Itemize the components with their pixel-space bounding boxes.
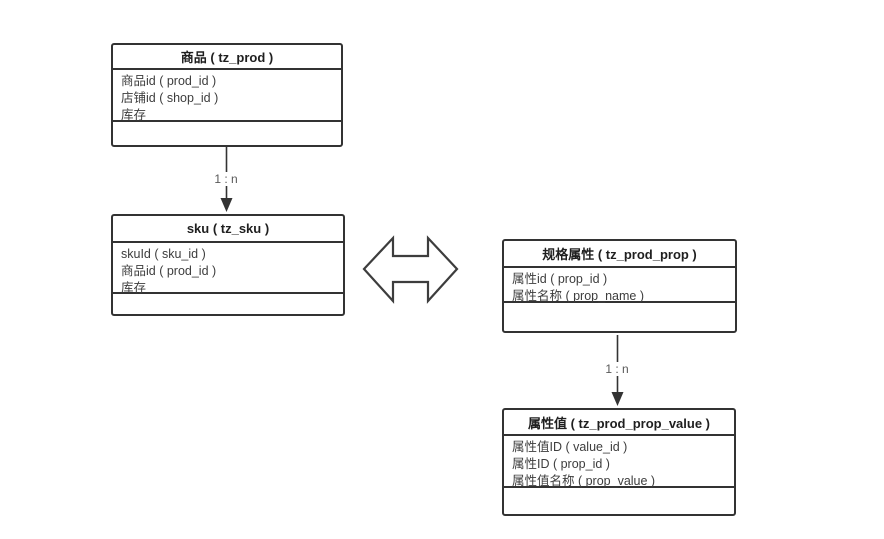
entity-table-prod-prop: 规格属性 ( tz_prod_prop ) 属性id ( prop_id ) 属… (502, 239, 737, 333)
bidirectional-arrow-icon (362, 235, 459, 304)
relation-label-prop-propvalue: 1 : n (602, 362, 632, 376)
table-fields-sku: skuId ( sku_id ) 商品id ( prod_id ) 库存 (113, 243, 343, 295)
field-row: 库存 (121, 281, 147, 295)
table-empty-section (113, 294, 343, 314)
table-title-prod: 商品 ( tz_prod ) (113, 45, 341, 70)
table-title-prod-prop-value: 属性值 ( tz_prod_prop_value ) (504, 410, 734, 436)
entity-table-prod-prop-value: 属性值 ( tz_prod_prop_value ) 属性值ID ( value… (502, 408, 736, 516)
table-fields-prod: 商品id ( prod_id ) 店铺id ( shop_id ) 库存 (113, 70, 341, 122)
relation-label-prod-sku: 1 : n (211, 172, 241, 186)
table-title-prod-prop: 规格属性 ( tz_prod_prop ) (504, 241, 735, 268)
field-row: 商品id ( prod_id ) (121, 74, 217, 88)
table-empty-section (504, 488, 734, 514)
field-row: 商品id ( prod_id ) (121, 264, 217, 278)
field-row: 属性ID ( prop_id ) (512, 457, 610, 471)
field-row: 库存 (121, 108, 147, 122)
entity-table-prod: 商品 ( tz_prod ) 商品id ( prod_id ) 店铺id ( s… (111, 43, 343, 147)
table-fields-prod-prop: 属性id ( prop_id ) 属性名称 ( prop_name ) (504, 268, 735, 303)
table-empty-section (113, 122, 341, 145)
table-fields-prod-prop-value: 属性值ID ( value_id ) 属性ID ( prop_id ) 属性值名… (504, 436, 734, 488)
field-row: skuId ( sku_id ) (121, 247, 206, 261)
field-row: 属性id ( prop_id ) (512, 272, 608, 286)
entity-table-sku: sku ( tz_sku ) skuId ( sku_id ) 商品id ( p… (111, 214, 345, 316)
table-empty-section (504, 303, 735, 331)
field-row: 属性值名称 ( prop_value ) (512, 474, 656, 488)
field-row: 属性名称 ( prop_name ) (512, 289, 644, 303)
field-row: 店铺id ( shop_id ) (121, 91, 219, 105)
field-row: 属性值ID ( value_id ) (512, 440, 628, 454)
table-title-sku: sku ( tz_sku ) (113, 216, 343, 243)
